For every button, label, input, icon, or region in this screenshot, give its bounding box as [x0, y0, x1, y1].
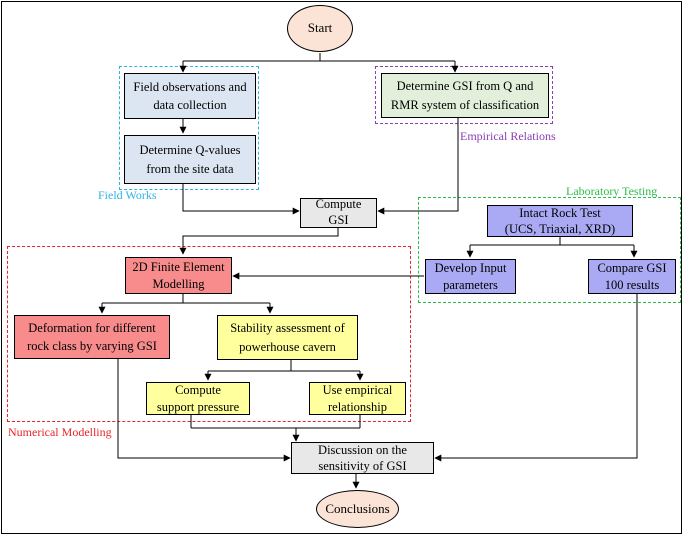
numerical-modelling-label: Numerical Modelling [8, 425, 112, 439]
fem-box: 2D Finite Element Modelling [125, 257, 232, 294]
group-field-works [119, 66, 259, 190]
field-observations-box: Field observations and data collection [124, 73, 256, 119]
stability-assessment-box: Stability assessment of powerhouse caver… [217, 315, 358, 360]
start-node: Start [287, 5, 353, 52]
empirical-relations-label: Empirical Relations [460, 129, 556, 143]
field-works-label: Field Works [98, 188, 157, 202]
group-laboratory-testing [418, 197, 681, 303]
empirical-relationship-box: Use empirical relationship [309, 382, 406, 415]
group-empirical-relations [375, 66, 553, 124]
compute-gsi-box: Compute GSI [300, 197, 377, 228]
determine-q-values-box: Determine Q-values from the site data [124, 135, 256, 184]
support-pressure-box: Compute support pressure [146, 382, 250, 415]
determine-gsi-box: Determine GSI from Q and RMR system of c… [381, 73, 549, 118]
compare-gsi-box: Compare GSI 100 results [588, 259, 676, 294]
develop-input-box: Develop Input parameters [425, 259, 516, 294]
discussion-box: Discussion on the sensitivity of GSI [291, 442, 434, 474]
deformation-box: Deformation for different rock class by … [14, 315, 170, 359]
conclusions-node: Conclusions [316, 490, 399, 528]
intact-rock-test-box: Intact Rock Test (UCS, Triaxial, XRD) [487, 205, 633, 237]
group-numerical-modelling [7, 246, 411, 422]
laboratory-testing-label: Laboratory Testing [566, 184, 658, 198]
